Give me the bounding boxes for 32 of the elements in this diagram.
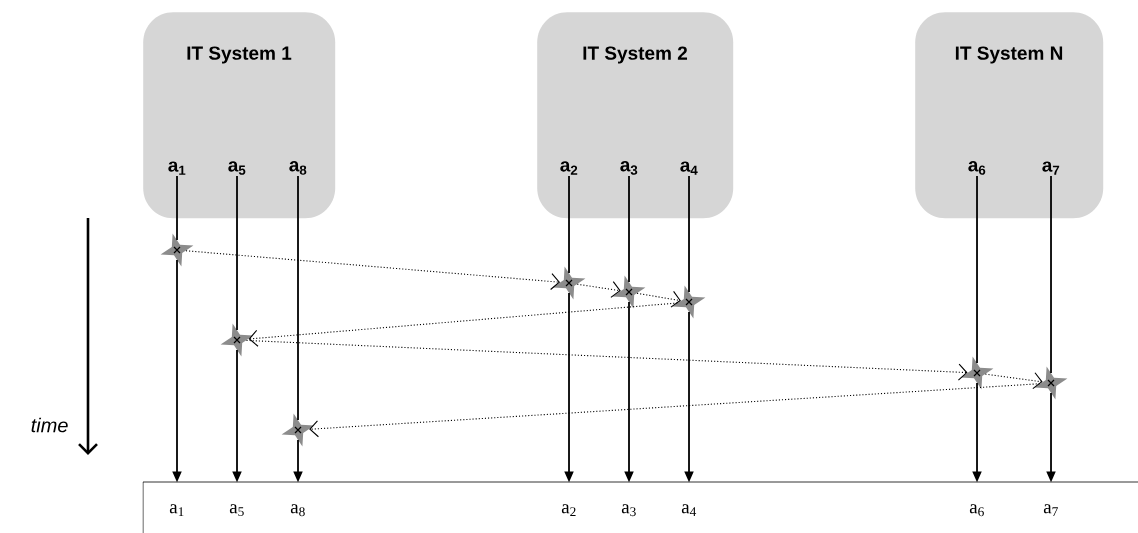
variable-label: a$_{2}$ bbox=[560, 161, 578, 175]
arrow bbox=[248, 302, 678, 347]
variable-label: a$_{4}$ bbox=[681, 504, 697, 516]
event-marker bbox=[1034, 366, 1068, 400]
variable-label: a$_{4}$ bbox=[680, 161, 698, 175]
variable-label: a$_{6}$ bbox=[969, 504, 984, 517]
variable-label: a$_{1}$ bbox=[169, 504, 184, 516]
arrow bbox=[636, 290, 681, 308]
event-marker bbox=[220, 323, 254, 357]
variable-label: a$_{3}$ bbox=[620, 161, 638, 175]
variable-label: a$_{7}$ bbox=[1043, 504, 1058, 516]
arrow bbox=[309, 383, 1041, 438]
variable-label: a$_{1}$ bbox=[168, 161, 186, 175]
variable-label: a$_{6}$ bbox=[968, 161, 986, 175]
arrow bbox=[576, 281, 621, 298]
event-marker bbox=[160, 233, 194, 267]
variable-label: a$_{2}$ bbox=[561, 504, 576, 516]
variable-label: a$_{7}$ bbox=[1042, 161, 1060, 175]
arrow bbox=[984, 372, 1043, 390]
event-marker bbox=[552, 266, 586, 300]
axis-label: time bbox=[31, 417, 68, 433]
event-marker bbox=[672, 285, 706, 319]
variable-label: a$_{3}$ bbox=[621, 504, 636, 517]
variable-label: a$_{8}$ bbox=[289, 161, 307, 175]
event-marker bbox=[960, 356, 994, 390]
variable-label: a$_{5}$ bbox=[229, 504, 244, 517]
variable-label: a$_{5}$ bbox=[228, 161, 246, 175]
variable-label: a$_{8}$ bbox=[290, 504, 305, 517]
arrow bbox=[185, 250, 561, 291]
event-marker bbox=[612, 275, 646, 309]
event-marker bbox=[281, 413, 315, 447]
arrow bbox=[245, 339, 968, 381]
